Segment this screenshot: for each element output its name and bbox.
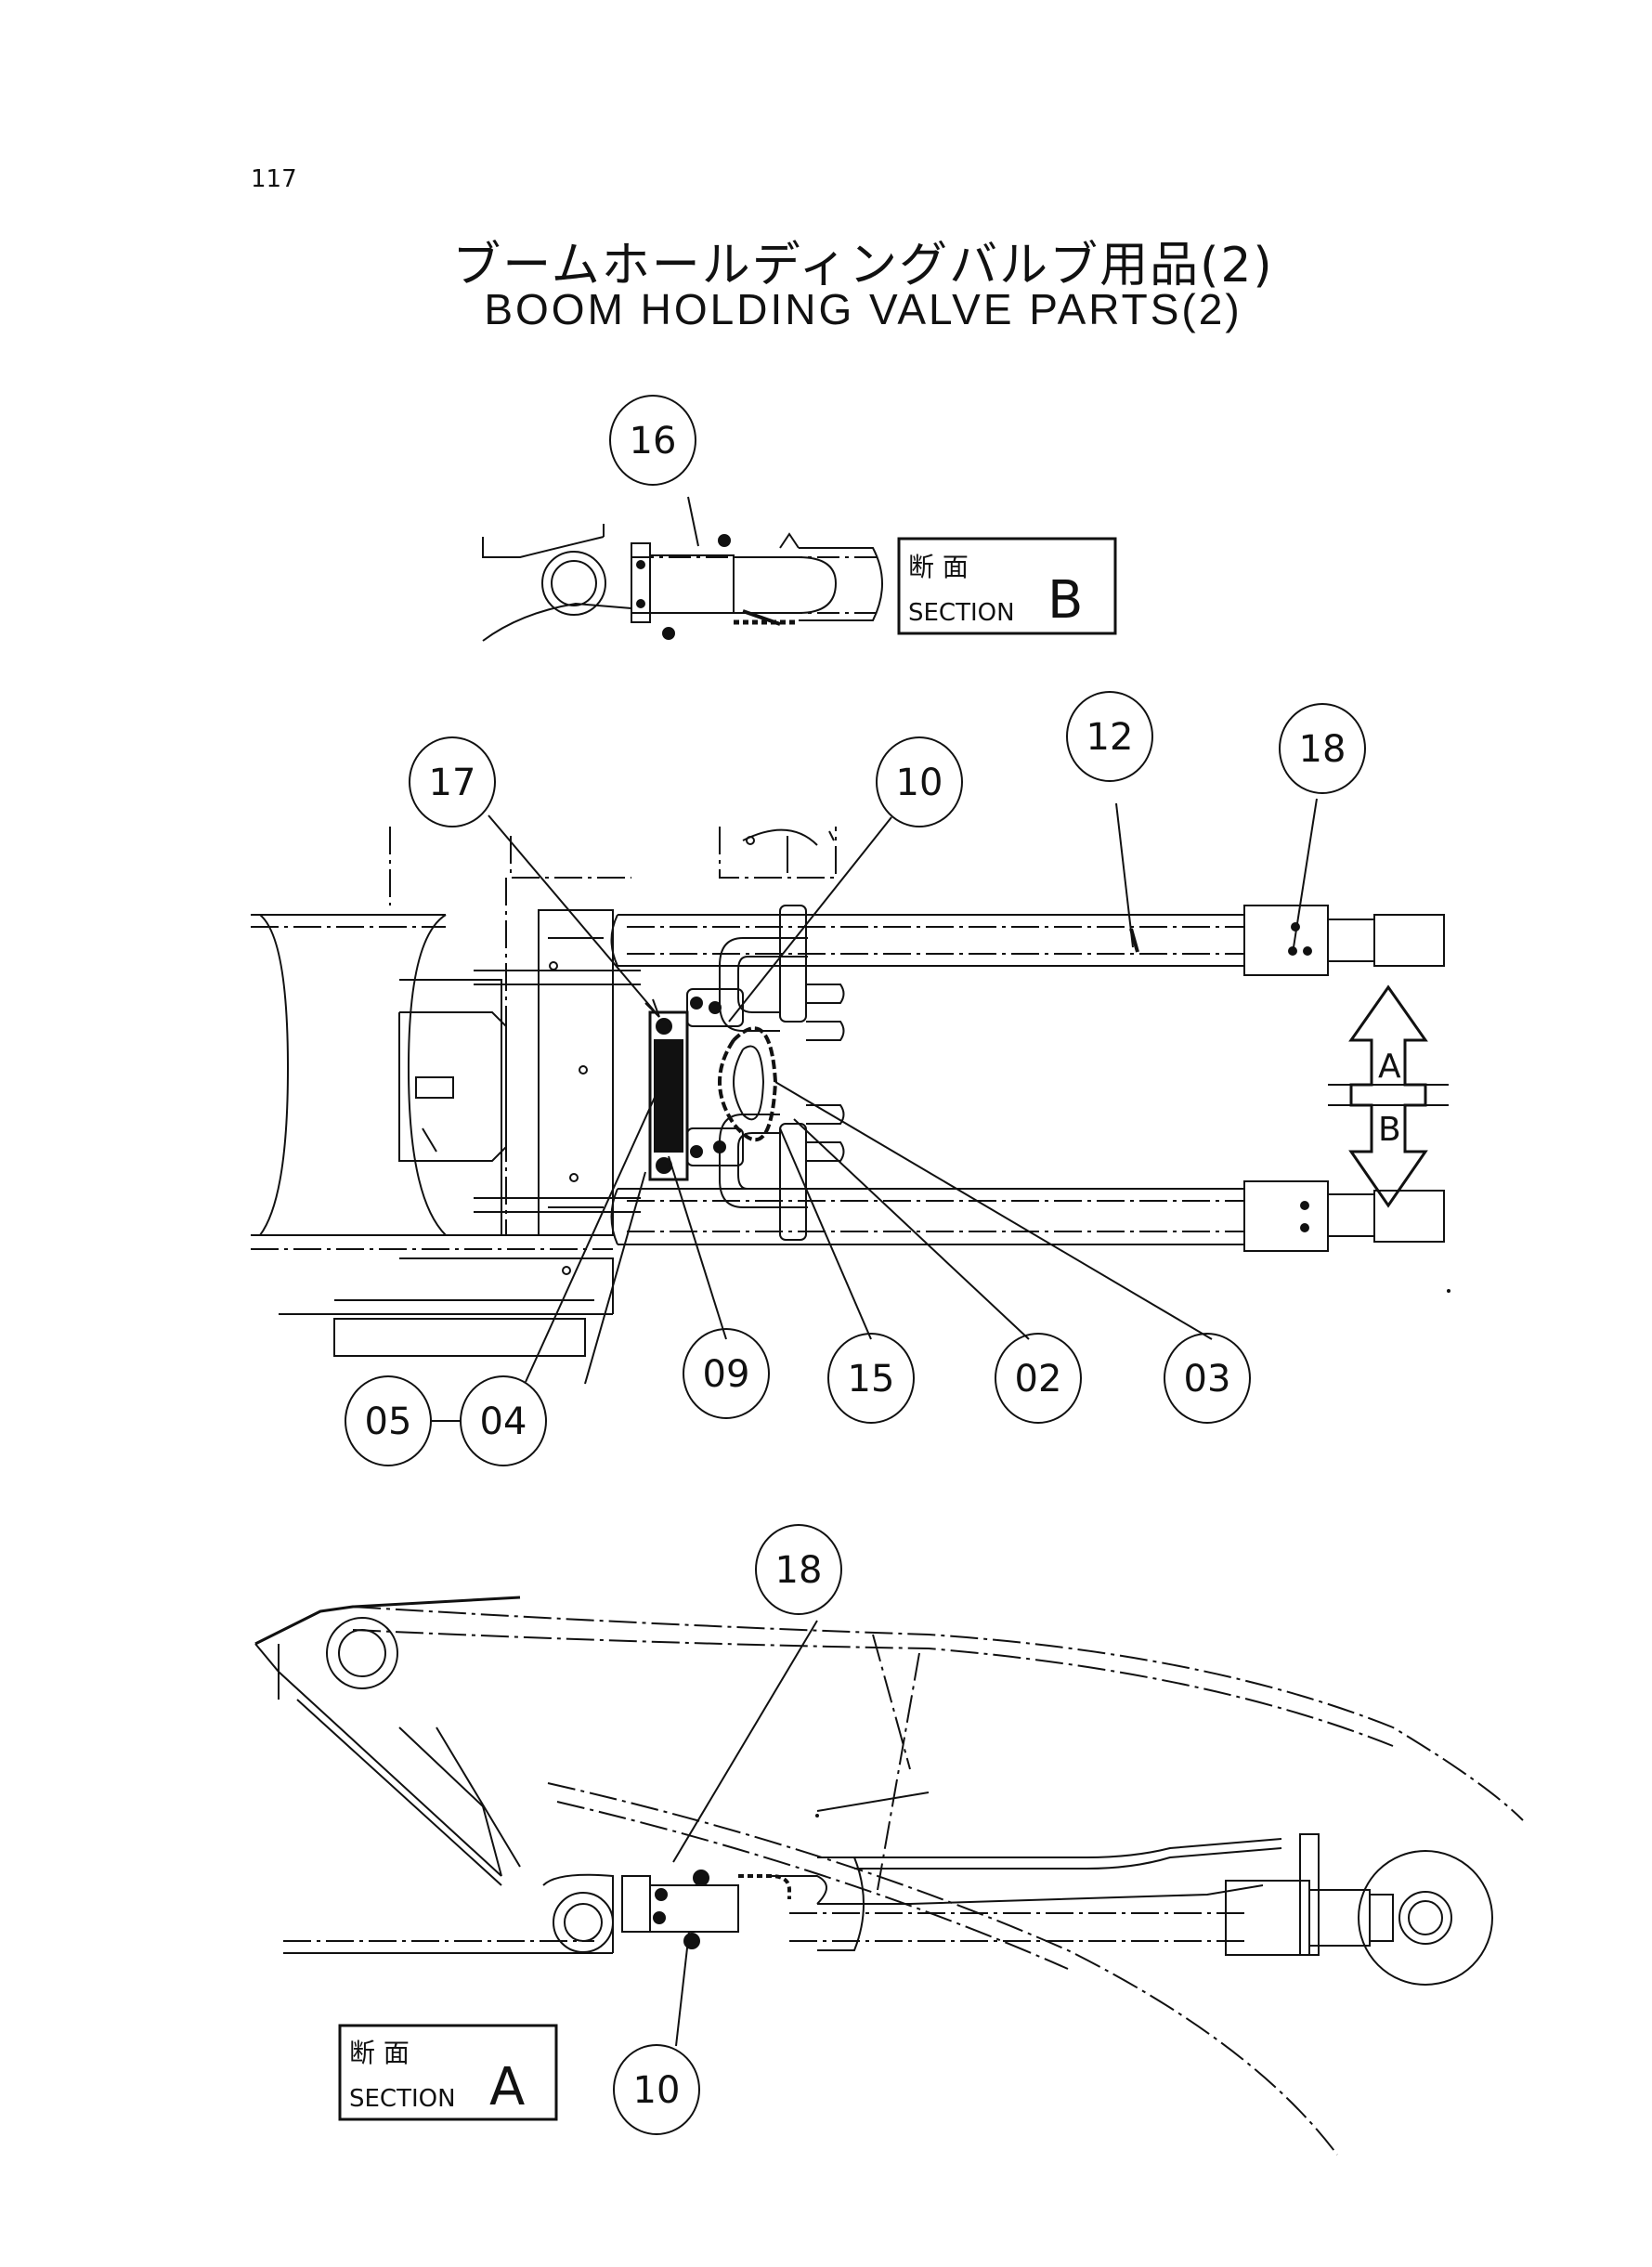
arrow-label-b: B bbox=[1378, 1111, 1401, 1149]
leader-lines bbox=[488, 798, 1318, 2047]
callout-12-label: 12 bbox=[1086, 716, 1134, 759]
callout-10-bottom: 10 bbox=[613, 2044, 700, 2135]
callout-04: 04 bbox=[460, 1375, 547, 1466]
callout-18-bottom-label: 18 bbox=[775, 1549, 823, 1592]
callout-10-bottom-label: 10 bbox=[633, 2069, 681, 2112]
page-number: 117 bbox=[251, 165, 297, 193]
callout-17-label: 17 bbox=[429, 762, 476, 804]
callout-15-label: 15 bbox=[848, 1358, 895, 1401]
callout-18-bottom: 18 bbox=[755, 1524, 842, 1615]
section-b-drawing bbox=[482, 496, 883, 642]
section-b-jp: 断 面 bbox=[908, 552, 969, 582]
section-a-en: SECTION bbox=[349, 2085, 456, 2113]
plan-view-drawing: A B bbox=[251, 827, 1450, 1357]
callout-17: 17 bbox=[409, 736, 496, 827]
title-japanese: ブームホールディングバルブ用品(2) bbox=[452, 238, 1274, 293]
callout-02: 02 bbox=[995, 1333, 1082, 1424]
section-a-letter: A bbox=[489, 2057, 525, 2117]
section-b-en: SECTION bbox=[908, 599, 1015, 627]
callout-03-label: 03 bbox=[1184, 1358, 1231, 1401]
callout-05: 05 bbox=[345, 1375, 432, 1466]
callout-02-label: 02 bbox=[1015, 1358, 1062, 1401]
callout-03: 03 bbox=[1164, 1333, 1251, 1424]
callout-15: 15 bbox=[827, 1333, 915, 1424]
section-a-label-box: 断 面 SECTION A bbox=[338, 2024, 558, 2121]
callout-10-top: 10 bbox=[876, 736, 963, 827]
arrow-label-a: A bbox=[1378, 1048, 1401, 1086]
callout-09-label: 09 bbox=[703, 1353, 750, 1396]
callout-09: 09 bbox=[683, 1328, 770, 1419]
callout-16-label: 16 bbox=[630, 420, 677, 463]
callout-16: 16 bbox=[609, 395, 696, 486]
section-a-jp: 断 面 bbox=[349, 2038, 410, 2068]
callout-10-top-label: 10 bbox=[896, 762, 943, 804]
callout-18-top-label: 18 bbox=[1299, 728, 1346, 771]
callout-18-top: 18 bbox=[1279, 703, 1366, 794]
callout-12: 12 bbox=[1066, 691, 1153, 782]
section-b-letter: B bbox=[1047, 570, 1083, 631]
section-a-drawing bbox=[254, 1596, 1524, 2156]
callout-04-label: 04 bbox=[480, 1401, 527, 1443]
callout-05-label: 05 bbox=[365, 1401, 412, 1443]
title-english: BOOM HOLDING VALVE PARTS(2) bbox=[484, 285, 1242, 333]
section-b-label-box: 断 面 SECTION B bbox=[897, 537, 1117, 635]
